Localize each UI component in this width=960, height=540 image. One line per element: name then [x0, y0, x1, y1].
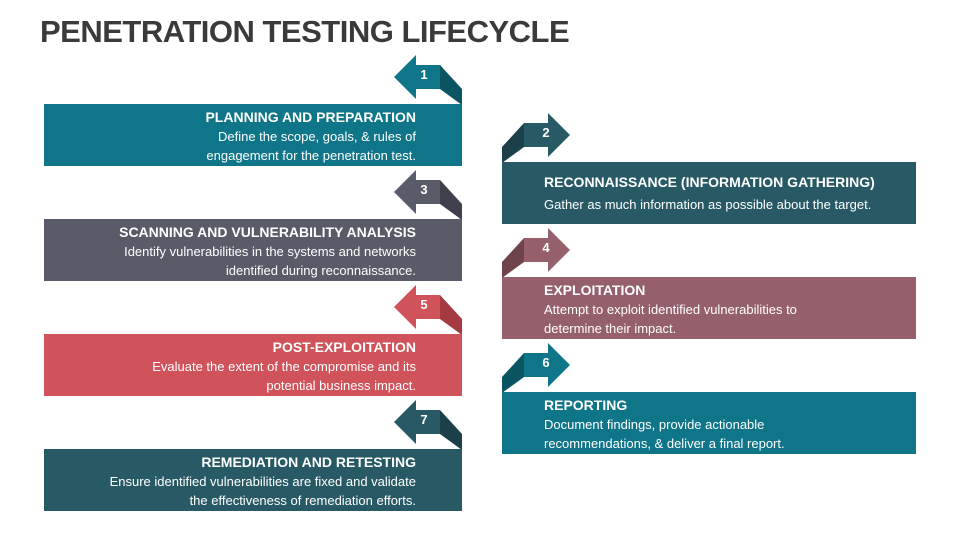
step-number: 6	[542, 355, 550, 370]
step-bar	[502, 277, 916, 339]
step-exploitation: EXPLOITATION Attempt to exploit identifi…	[502, 277, 916, 339]
step-2-arrow-tab: 2	[502, 113, 570, 163]
step-6-arrow-tab: 6	[502, 343, 570, 393]
step-heading: SCANNING AND VULNERABILITY ANALYSIS	[119, 224, 416, 240]
step-heading: RECONNAISSANCE (INFORMATION GATHERING)	[544, 174, 875, 190]
step-description-line: Attempt to exploit identified vulnerabil…	[544, 302, 797, 317]
page-title: PENETRATION TESTING LIFECYCLE	[40, 14, 570, 49]
step-bar	[44, 219, 462, 281]
step-post-exploitation: POST-EXPLOITATION Evaluate the extent of…	[44, 334, 462, 396]
step-planning-and-preparation: PLANNING AND PREPARATION Define the scop…	[44, 104, 462, 166]
step-description-line: Document findings, provide actionable	[544, 417, 765, 432]
step-description-line: Define the scope, goals, & rules of	[217, 129, 416, 144]
step-heading: REPORTING	[544, 397, 628, 413]
step-number: 1	[420, 67, 428, 82]
left-arrow-icon	[394, 285, 462, 335]
right-arrow-icon	[502, 343, 570, 393]
step-remediation-and-retesting: REMEDIATION AND RETESTING Ensure identif…	[44, 449, 462, 511]
step-description-line: Identify vulnerabilities in the systems …	[124, 244, 416, 259]
step-reconnaissance: RECONNAISSANCE (INFORMATION GATHERING) G…	[502, 162, 916, 224]
step-5-arrow-tab: 5	[394, 285, 462, 335]
right-arrow-icon	[502, 113, 570, 163]
step-description-line: engagement for the penetration test.	[206, 148, 416, 163]
step-heading: EXPLOITATION	[544, 282, 646, 298]
step-description-line: the effectiveness of remediation efforts…	[189, 493, 416, 508]
step-number: 2	[542, 125, 550, 140]
step-description-line: identified during reconnaissance.	[225, 263, 416, 278]
step-4-arrow-tab: 4	[502, 228, 570, 278]
step-heading: PLANNING AND PREPARATION	[205, 109, 416, 125]
step-bar	[44, 449, 462, 511]
step-bar	[502, 392, 916, 454]
step-7-arrow-tab: 7	[394, 400, 462, 450]
step-bar	[44, 334, 462, 396]
left-arrow-icon	[394, 55, 462, 105]
step-1-arrow-tab: 1	[394, 55, 462, 105]
step-description-line: determine their impact.	[544, 321, 677, 336]
step-reporting: REPORTING Document findings, provide act…	[502, 392, 916, 454]
right-arrow-icon	[502, 228, 570, 278]
step-description-line: Gather as much information as possible a…	[544, 197, 872, 212]
step-description-line: Evaluate the extent of the compromise an…	[152, 359, 416, 374]
step-description-line: Ensure identified vulnerabilities are fi…	[109, 474, 416, 489]
step-number: 5	[420, 297, 428, 312]
left-arrow-icon	[394, 170, 462, 220]
step-number: 7	[420, 412, 428, 427]
step-description-line: potential business impact.	[266, 378, 416, 393]
step-3-arrow-tab: 3	[394, 170, 462, 220]
left-arrow-icon	[394, 400, 462, 450]
step-heading: REMEDIATION AND RETESTING	[201, 454, 416, 470]
step-bar	[502, 162, 916, 224]
step-bar	[44, 104, 462, 166]
step-number: 4	[542, 240, 550, 255]
step-number: 3	[420, 182, 428, 197]
step-description-line: recommendations, & deliver a final repor…	[544, 436, 785, 451]
step-scanning-and-vulnerability-analysis: SCANNING AND VULNERABILITY ANALYSIS Iden…	[44, 219, 462, 281]
step-heading: POST-EXPLOITATION	[272, 339, 416, 355]
